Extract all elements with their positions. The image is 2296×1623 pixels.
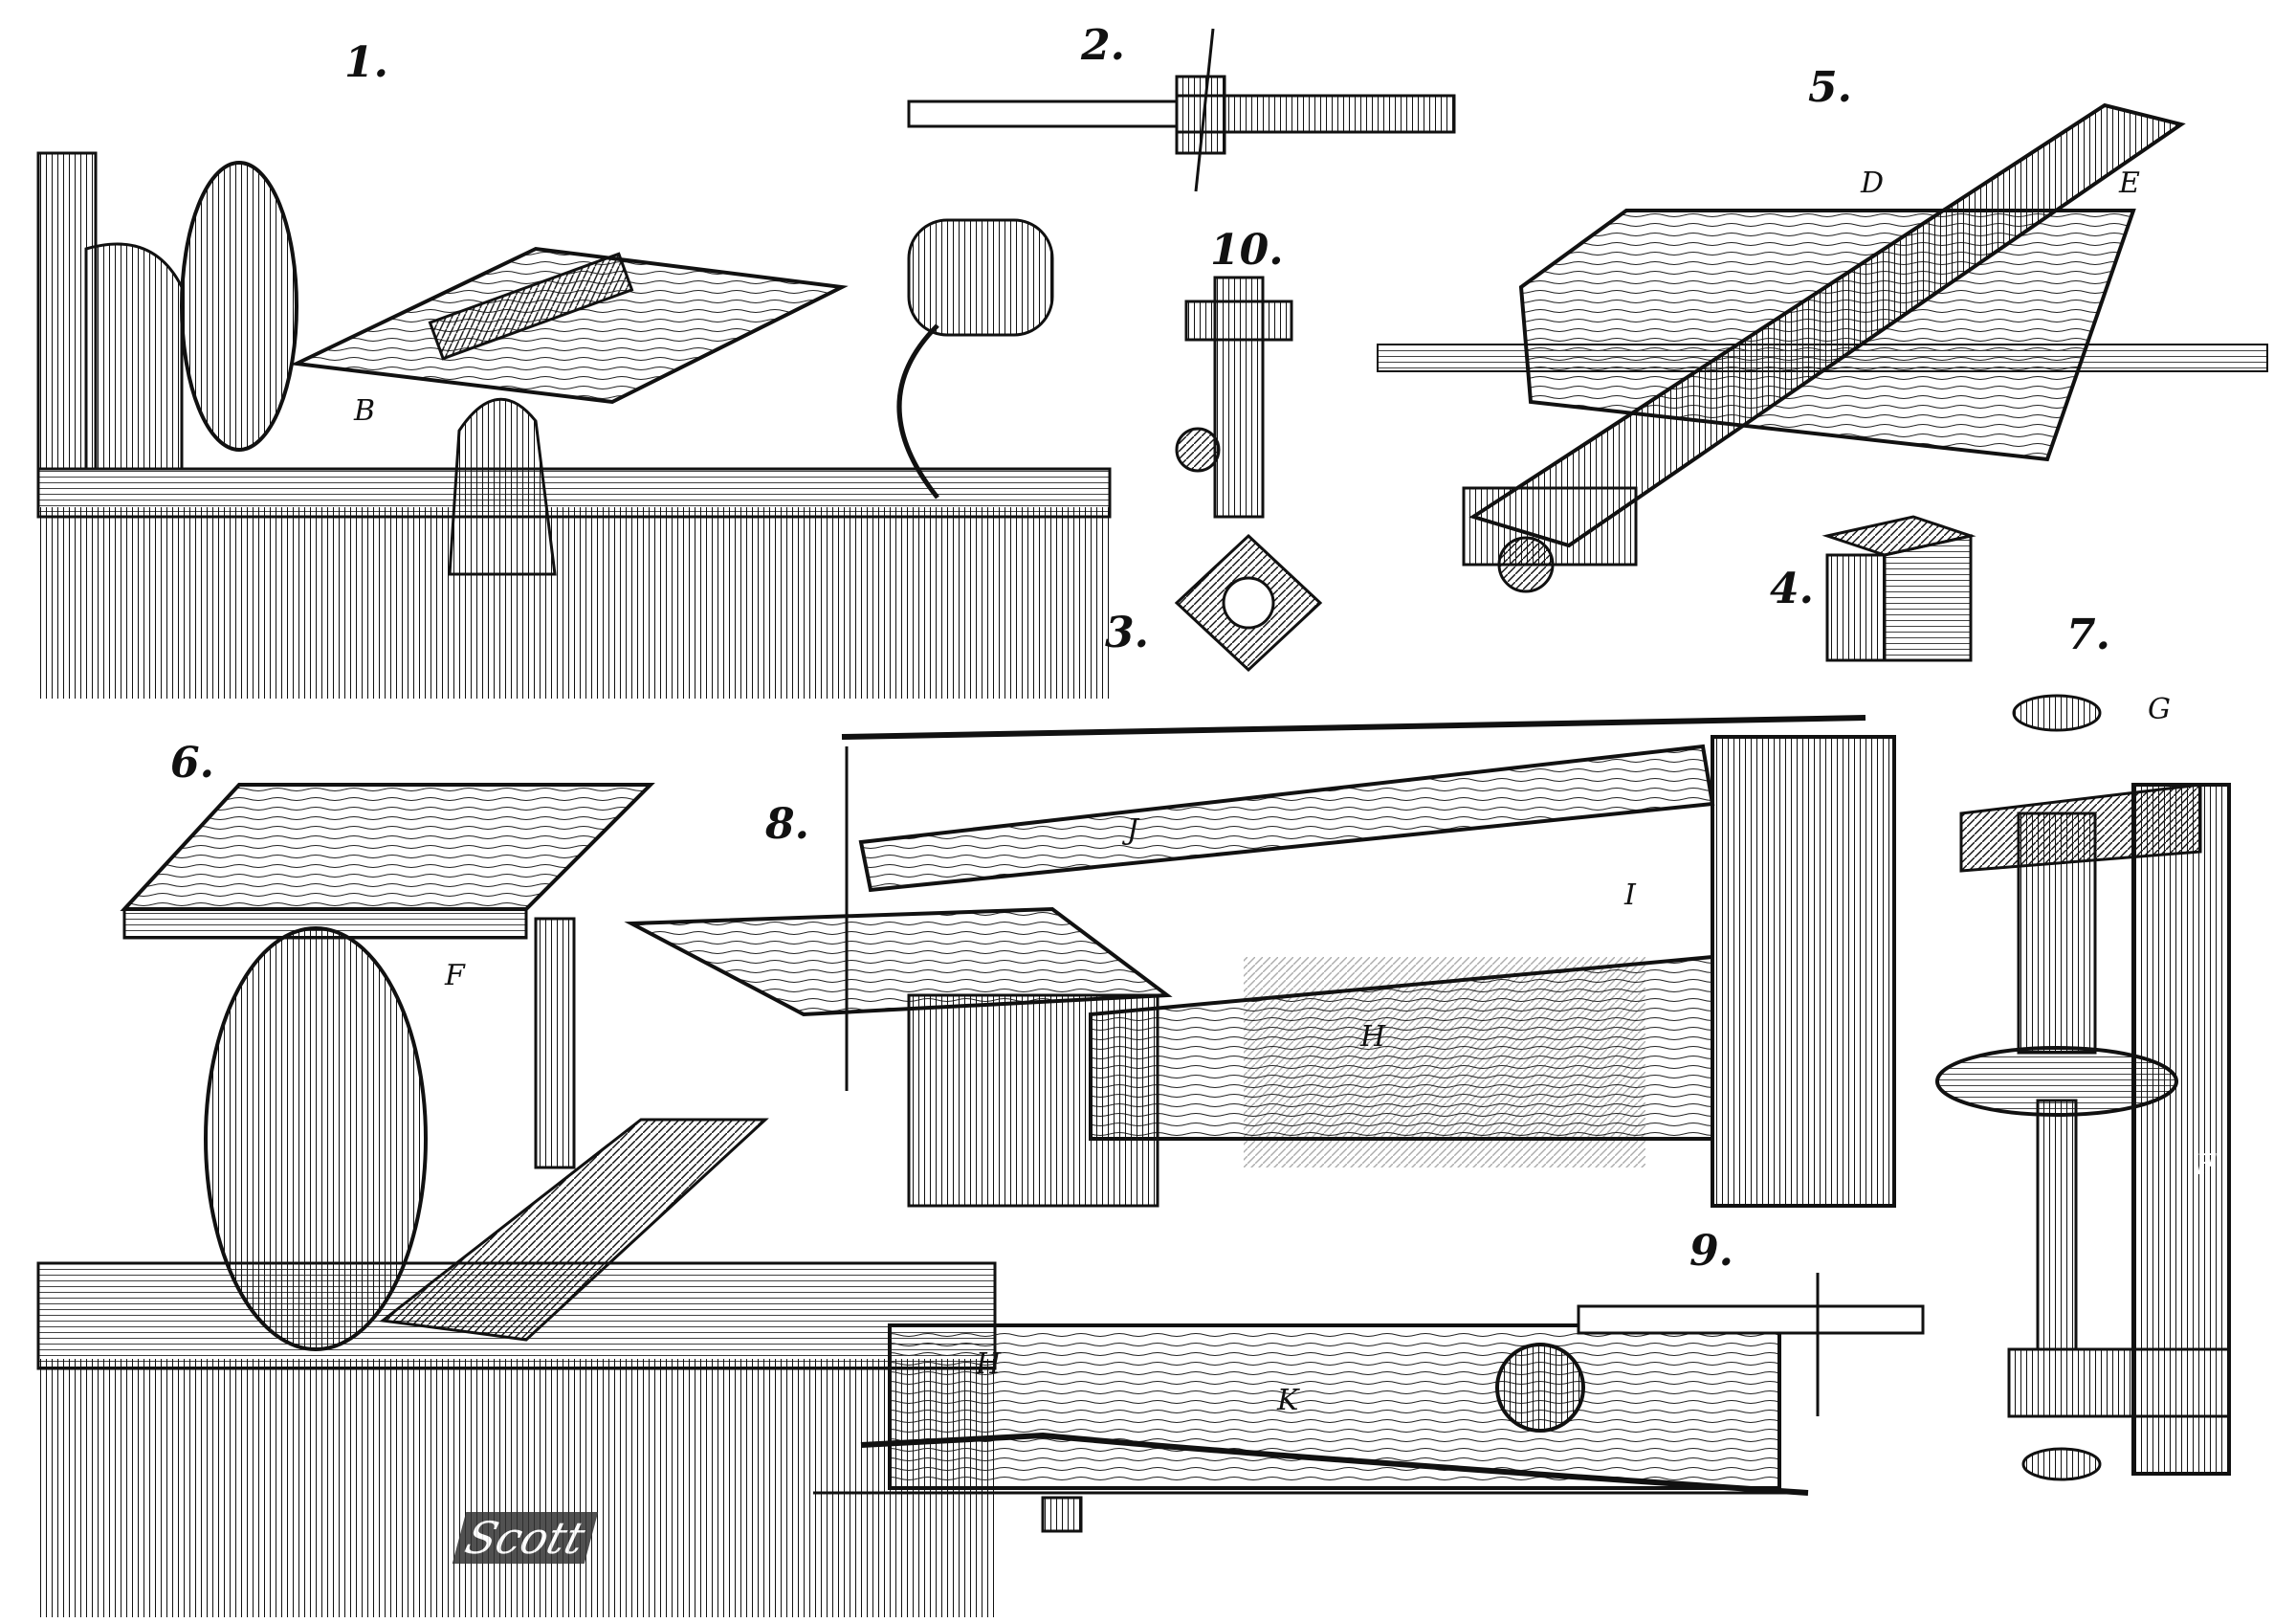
figure-9-arm-spring [813, 1273, 1925, 1533]
figure-number-8: 8. [765, 800, 809, 849]
figure-6-table-rest [36, 783, 997, 1617]
part-label-g: G [2148, 693, 2171, 726]
part-label-h-fig8: H [1360, 1020, 1386, 1054]
figure-7-vertical-clamp [1935, 694, 2231, 1481]
figure-4-block [1821, 515, 1976, 662]
part-label-k: K [1277, 1384, 1299, 1417]
figure-number-9: 9. [1689, 1227, 1733, 1276]
figure-1-lathe-table [36, 151, 1112, 699]
part-label-j: J [1127, 813, 1139, 847]
figure-number-1: 1. [344, 38, 388, 87]
figure-number-6: 6. [170, 739, 214, 788]
figure-2-spindle [907, 28, 1456, 192]
figure-8-scroll-saw [624, 715, 1896, 1208]
part-label-b: B [354, 394, 376, 428]
figure-number-2: 2. [1081, 21, 1125, 70]
part-label-f-fig6: F [445, 959, 465, 992]
figure-number-4: 4. [1770, 565, 1814, 613]
figure-5-drill-guide [1377, 102, 2268, 593]
figure-number-10: 10. [1210, 226, 1284, 275]
part-label-i: I [1624, 878, 1636, 912]
figure-number-7: 7. [2066, 611, 2110, 659]
figure-3-square-nut [1174, 533, 1323, 673]
part-label-f-fig7: F [2196, 1148, 2216, 1182]
figure-10-clamp [1175, 276, 1293, 519]
figure-number-3: 3. [1105, 609, 1149, 657]
figure-number-5: 5. [1808, 63, 1852, 112]
part-label-e: E [2119, 167, 2140, 200]
part-label-d: D [1861, 167, 1885, 200]
engraver-signature: Scott [452, 1512, 599, 1564]
part-label-h-fig9: H [976, 1347, 1002, 1381]
